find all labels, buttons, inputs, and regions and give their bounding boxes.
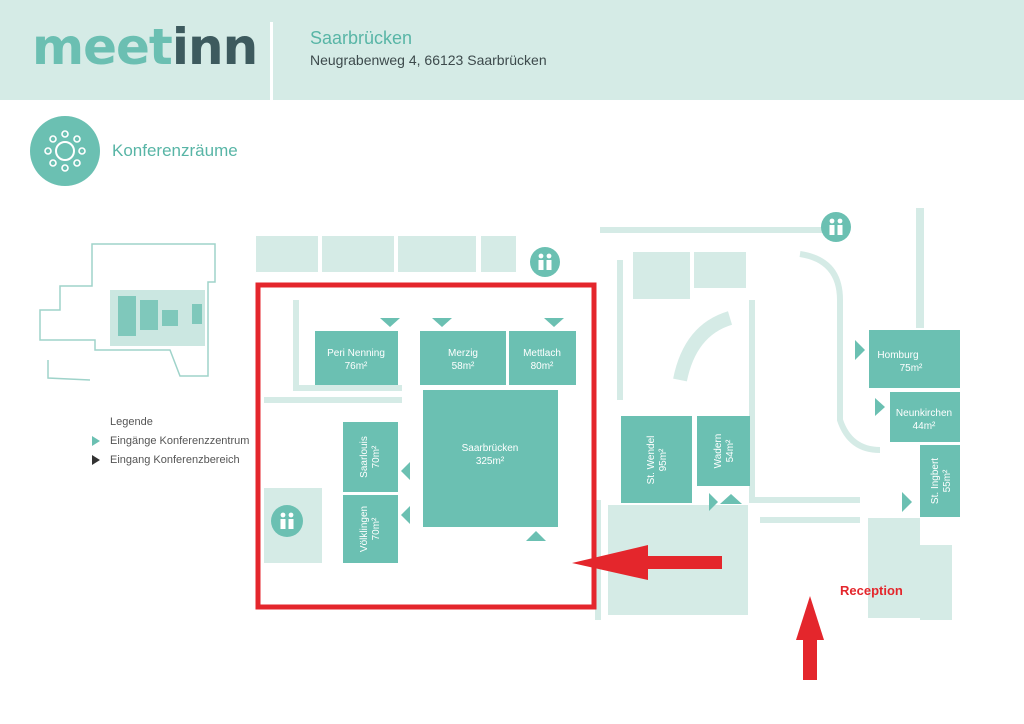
header: meetinn Saarbrücken Neugrabenweg 4, 6612… [0, 0, 1024, 100]
location-address: Neugrabenweg 4, 66123 Saarbrücken [310, 52, 547, 68]
room-labels: Peri Nenning 76m² Merzig 58m² Mettlach 8… [327, 348, 953, 552]
legend-label: Eingang Konferenzbereich [110, 454, 240, 466]
room-voelklingen[interactable] [343, 495, 398, 563]
entrance-marker [902, 492, 912, 512]
room-name: Homburg [877, 350, 918, 361]
room-mettlach[interactable] [509, 331, 576, 385]
room-size: 95m² [658, 448, 669, 471]
room-size: 58m² [452, 361, 475, 372]
svg-text:54m²: 54m² [725, 439, 736, 462]
entrance-markers [380, 318, 912, 541]
entrance-marker [720, 494, 742, 504]
svg-text:Saarlouis: Saarlouis [359, 436, 370, 478]
svg-text:Saarbrücken: Saarbrücken [462, 443, 519, 454]
room-name: Mettlach [523, 348, 561, 359]
room-size: 44m² [913, 421, 936, 432]
room-st-ingbert[interactable] [920, 445, 960, 517]
room-size: 70m² [371, 517, 382, 540]
entrance-marker [709, 493, 718, 511]
legend-item-entrances-center: Eingänge Konferenzzentrum [92, 435, 249, 447]
red-arrow-left [572, 545, 722, 580]
room-name: Völklingen [359, 506, 370, 552]
svg-text:325m²: 325m² [476, 456, 505, 467]
teal-triangle-icon [92, 436, 100, 446]
room-size: 70m² [371, 445, 382, 468]
svg-text:Homburg: Homburg [877, 350, 918, 361]
header-divider [270, 22, 273, 100]
room-name: Wadern [713, 434, 724, 469]
rooms [315, 330, 960, 563]
room-saarlouis[interactable] [343, 422, 398, 492]
room-st-wendel[interactable] [621, 416, 692, 503]
svg-text:Neunkirchen: Neunkirchen [896, 408, 952, 419]
room-homburg[interactable] [869, 330, 960, 388]
svg-text:Merzig: Merzig [448, 348, 478, 359]
svg-text:55m²: 55m² [942, 469, 953, 492]
room-name: St. Wendel [646, 436, 657, 485]
entrance-marker [855, 340, 865, 360]
room-size: 325m² [476, 456, 505, 467]
entrance-marker [380, 318, 400, 327]
room-size: 54m² [725, 439, 736, 462]
locator-map [39, 243, 216, 381]
svg-text:Völklingen: Völklingen [359, 506, 370, 552]
room-name: Neunkirchen [896, 408, 952, 419]
svg-text:St. Wendel: St. Wendel [646, 436, 657, 485]
legend-item-entrance-area: Eingang Konferenzbereich [92, 454, 240, 466]
room-wadern[interactable] [697, 416, 750, 486]
svg-text:44m²: 44m² [913, 421, 936, 432]
restroom-icon [821, 212, 851, 242]
svg-text:Peri Nenning: Peri Nenning [327, 348, 385, 359]
meetinn-logo[interactable]: meetinn [32, 18, 258, 76]
room-name: Saarbrücken [462, 443, 519, 454]
room-saarbruecken[interactable] [423, 390, 558, 527]
room-peri-nenning[interactable] [315, 331, 398, 385]
restroom-icons [271, 212, 851, 537]
room-size: 76m² [345, 361, 368, 372]
section-title: Konferenzräume [112, 141, 238, 160]
entrance-marker [875, 398, 885, 416]
room-size: 80m² [531, 361, 554, 372]
room-neunkirchen[interactable] [890, 392, 960, 442]
entrance-marker [401, 506, 410, 524]
room-size: 75m² [900, 363, 923, 374]
black-triangle-icon [92, 455, 100, 465]
svg-text:70m²: 70m² [371, 445, 382, 468]
highlight-frame [255, 282, 597, 610]
entrance-marker [544, 318, 564, 327]
entrance-marker [526, 531, 546, 541]
entrance-marker [432, 318, 452, 327]
svg-text:76m²: 76m² [345, 361, 368, 372]
entrance-marker [401, 462, 410, 480]
svg-text:Mettlach: Mettlach [523, 348, 561, 359]
conference-table-icon [30, 116, 100, 186]
svg-text:58m²: 58m² [452, 361, 475, 372]
location-name: Saarbrücken [310, 28, 413, 48]
reception-label: Reception [840, 583, 903, 598]
svg-text:75m²: 75m² [900, 363, 923, 374]
legend-title: Legende [110, 416, 153, 428]
room-size: 55m² [942, 469, 953, 492]
legend-label: Eingänge Konferenzzentrum [110, 435, 250, 447]
svg-text:St. Ingbert: St. Ingbert [930, 458, 941, 504]
svg-text:70m²: 70m² [371, 517, 382, 540]
room-name: Peri Nenning [327, 348, 385, 359]
svg-text:95m²: 95m² [658, 448, 669, 471]
svg-text:Wadern: Wadern [713, 434, 724, 469]
restroom-icon [271, 505, 303, 537]
red-arrow-up [796, 596, 824, 680]
room-name: Saarlouis [359, 436, 370, 478]
room-name: St. Ingbert [930, 458, 941, 504]
room-name: Merzig [448, 348, 478, 359]
room-merzig[interactable] [420, 331, 506, 385]
svg-text:80m²: 80m² [531, 361, 554, 372]
restroom-icon [530, 247, 560, 277]
